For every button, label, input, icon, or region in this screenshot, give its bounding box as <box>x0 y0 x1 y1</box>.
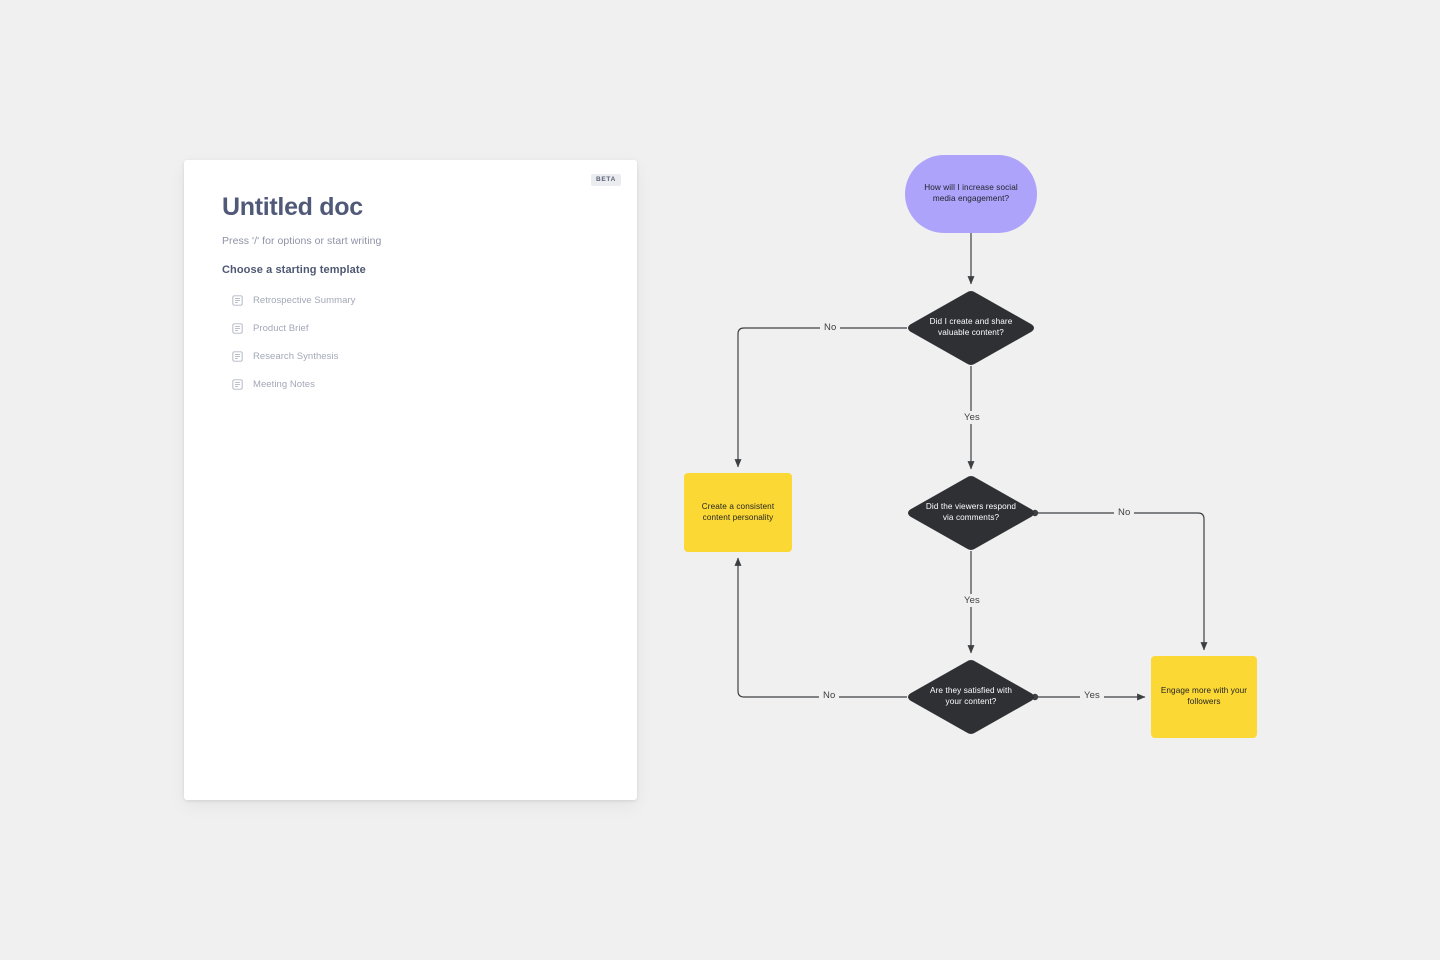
flow-node-decision-1-label: Did I create and share valuable content? <box>929 317 1013 337</box>
template-item-meeting-notes[interactable]: Meeting Notes <box>222 371 607 399</box>
template-item-label: Retrospective Summary <box>253 295 356 306</box>
edge-label-d2-yes: Yes <box>960 594 984 607</box>
flow-node-action-2-label: Engage more with your followers <box>1160 686 1248 706</box>
flow-node-decision-2[interactable]: Did the viewers respond via comments? <box>907 475 1035 551</box>
flow-node-start[interactable]: How will I increase social media engagem… <box>905 155 1037 233</box>
edge-label-d2-no: No <box>1114 506 1135 519</box>
flow-node-start-label: How will I increase social media engagem… <box>924 183 1018 203</box>
edge-d2-no-to-action2 <box>1035 512 1208 651</box>
flow-node-action-1[interactable]: Create a consistent content personality <box>684 473 792 552</box>
flow-node-action-1-label: Create a consistent content personality <box>701 501 775 522</box>
flow-node-decision-1[interactable]: Did I create and share valuable content? <box>907 290 1035 366</box>
beta-badge: BETA <box>590 174 621 186</box>
document-body: Untitled doc Press '/' for options or st… <box>222 193 607 399</box>
template-list: Retrospective Summary Product Brief <box>222 287 607 399</box>
template-section-title: Choose a starting template <box>222 263 366 276</box>
editor-placeholder[interactable]: Press '/' for options or start writing <box>222 234 382 247</box>
diamond-shape-icon <box>908 291 1034 365</box>
edge-label-d1-no: No <box>820 321 841 334</box>
edge-label-d1-yes: Yes <box>960 411 984 424</box>
edge-label-d3-yes: Yes <box>1080 689 1104 702</box>
flow-node-decision-3-label: Are they satisfied with your content? <box>930 686 1012 706</box>
diamond-shape-icon <box>908 476 1034 550</box>
diamond-shape-icon <box>908 660 1034 734</box>
template-item-product-brief[interactable]: Product Brief <box>222 315 607 343</box>
document-icon <box>232 295 243 306</box>
flow-node-decision-3[interactable]: Are they satisfied with your content? <box>907 659 1035 735</box>
template-item-label: Product Brief <box>253 323 309 334</box>
template-item-retrospective-summary[interactable]: Retrospective Summary <box>222 287 607 315</box>
document-icon <box>232 323 243 334</box>
template-item-research-synthesis[interactable]: Research Synthesis <box>222 343 607 371</box>
edge-d1-no-to-action1 <box>734 327 907 468</box>
template-item-label: Research Synthesis <box>253 351 339 362</box>
edge-d3-no-to-action1 <box>734 557 907 698</box>
flow-node-decision-2-label: Did the viewers respond via comments? <box>925 502 1017 522</box>
page-title[interactable]: Untitled doc <box>222 193 363 221</box>
flow-node-action-2[interactable]: Engage more with your followers <box>1151 656 1257 738</box>
document-card: BETA Untitled doc Press '/' for options … <box>184 160 637 800</box>
document-icon <box>232 379 243 390</box>
document-icon <box>232 351 243 362</box>
template-item-label: Meeting Notes <box>253 379 315 390</box>
edge-label-d3-no: No <box>819 689 840 702</box>
